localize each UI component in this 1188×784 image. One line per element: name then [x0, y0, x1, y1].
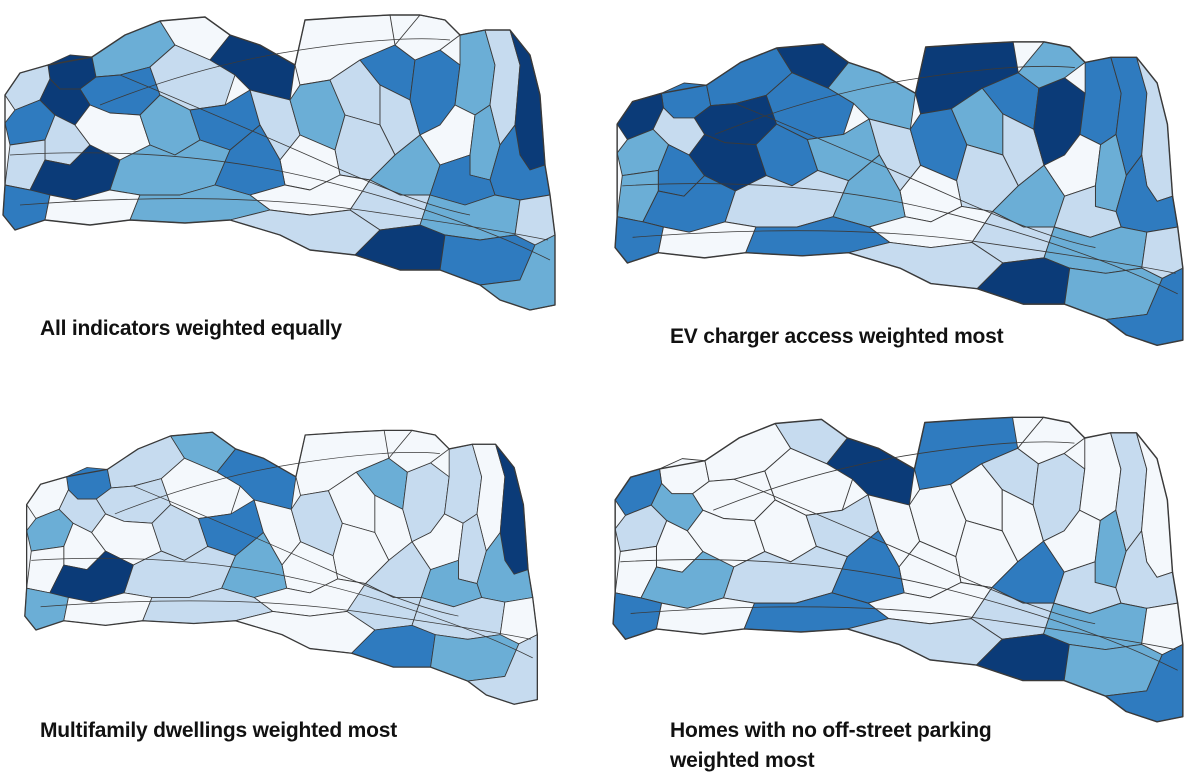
road-line	[114, 452, 440, 515]
choropleth-map-ev-charger	[614, 41, 1184, 347]
map-caption-ev-charger: EV charger access weighted most	[670, 325, 1004, 348]
road-line	[714, 65, 1075, 135]
map-caption-no-offstreet-parking: Homes with no off-street parking weighte…	[670, 719, 992, 772]
map-panel-equal-weights	[0, 0, 560, 320]
choropleth-map-equal-weights	[2, 14, 556, 311]
road-line	[620, 559, 1178, 671]
map-panel-multifamily	[22, 420, 542, 710]
road-line	[31, 557, 533, 659]
map-caption-multifamily: Multifamily dwellings weighted most	[40, 719, 398, 742]
road-line	[19, 198, 549, 241]
road-line	[133, 485, 459, 617]
road-line	[622, 183, 1178, 295]
choropleth-map-multifamily	[24, 429, 539, 705]
road-line	[632, 230, 1176, 274]
road-line	[40, 600, 531, 640]
road-line	[713, 441, 1075, 511]
road-line	[9, 152, 551, 261]
road-line	[733, 478, 1096, 625]
road-line	[119, 74, 471, 216]
map-outline	[612, 416, 1184, 723]
map-outline	[614, 41, 1184, 347]
road-line	[630, 606, 1176, 650]
road-line	[735, 103, 1096, 248]
map-panel-ev-charger	[612, 26, 1188, 356]
map-outline	[24, 429, 539, 705]
road-line	[99, 38, 451, 106]
map-outline	[2, 14, 556, 311]
map-panel-no-offstreet-parking	[610, 402, 1188, 732]
map-caption-equal-weights: All indicators weighted equally	[40, 317, 342, 340]
choropleth-map-no-offstreet-parking	[612, 416, 1184, 723]
